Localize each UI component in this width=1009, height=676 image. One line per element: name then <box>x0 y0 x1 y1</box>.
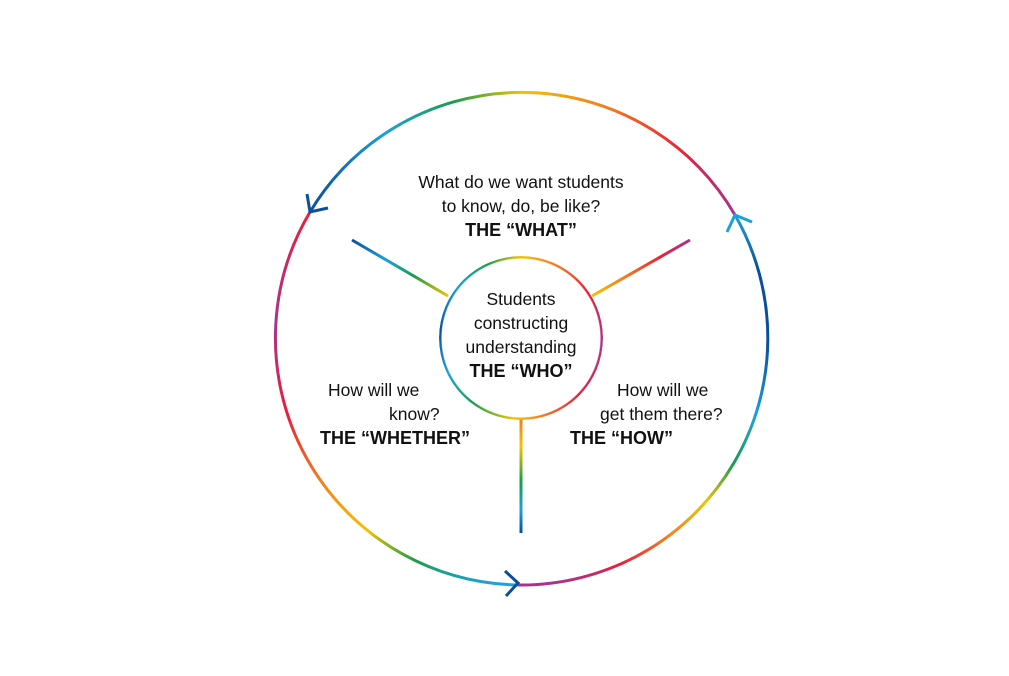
center-line1: Students <box>486 289 556 309</box>
spoke-top-left <box>351 238 449 298</box>
arrow-head-left-icon <box>305 193 329 214</box>
center-line3: understanding <box>465 337 577 357</box>
inner-circle <box>439 256 603 420</box>
center-line2: constructing <box>473 313 569 333</box>
right-question-line1: How will we <box>617 380 709 400</box>
left-question-line2: know? <box>389 404 440 424</box>
arrow-head-bottom-icon <box>503 569 521 598</box>
right-question-line2: get them there? <box>600 404 723 424</box>
arrow-head-right-icon <box>725 213 753 233</box>
outer-arc-left <box>273 211 519 587</box>
top-label: THE “WHAT” <box>465 220 577 240</box>
center-label: THE “WHO” <box>469 361 573 381</box>
left-question-line1: How will we <box>328 380 420 400</box>
top-question-line1: What do we want students <box>418 172 624 192</box>
top-question-line2: to know, do, be like? <box>441 196 601 216</box>
outer-arc-top <box>308 90 737 216</box>
left-label: THE “WHETHER” <box>320 428 470 448</box>
outer-arc-right <box>517 214 770 587</box>
right-label: THE “HOW” <box>570 428 673 448</box>
spoke-top-right <box>591 238 691 298</box>
